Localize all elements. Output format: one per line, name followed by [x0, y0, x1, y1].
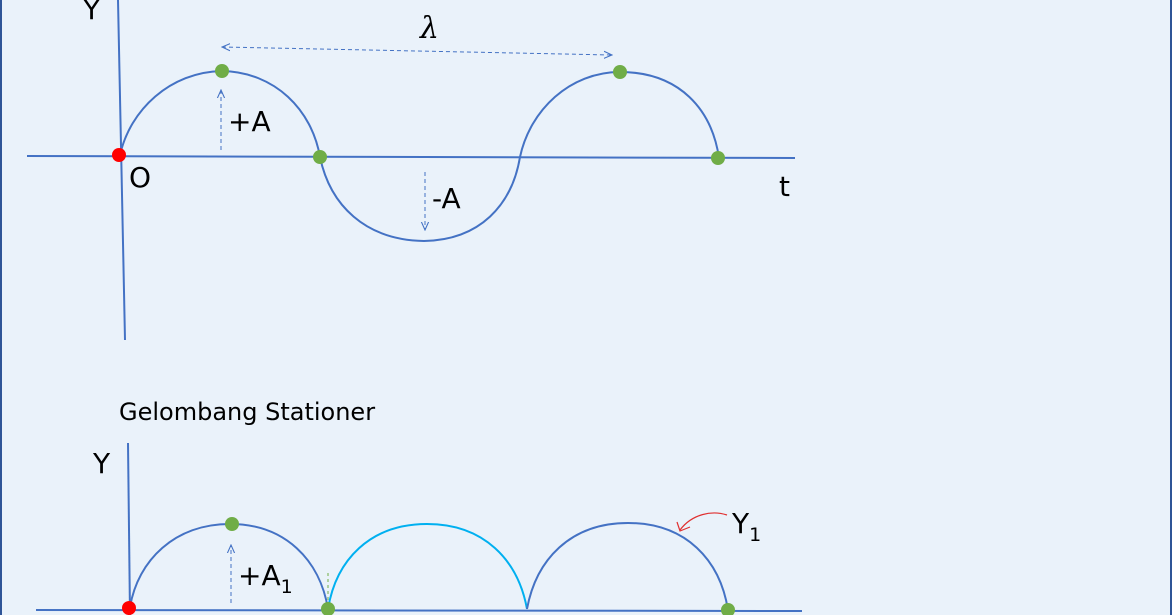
top-wave-diagram: Y t O λ +A -A	[26, 0, 796, 341]
bottom-node-point-1	[321, 602, 335, 615]
node-point-2	[711, 151, 725, 165]
bottom-amplitude-label: +A1	[238, 559, 293, 598]
origin-point	[112, 148, 126, 162]
bottom-node-point-2	[721, 603, 735, 615]
top-y-axis-label: Y	[82, 0, 101, 26]
node-point-1	[313, 150, 327, 164]
standing-wave-loop-3	[526, 521, 729, 611]
bottom-y-axis	[127, 442, 131, 615]
standing-wave-loop-1	[129, 522, 329, 610]
crest-point-2	[613, 65, 627, 79]
bottom-crest-point	[225, 517, 239, 531]
curve-label: Y1	[731, 507, 761, 546]
curve-label-arrow	[679, 512, 728, 531]
standing-wave-loop-2	[327, 522, 528, 610]
positive-amplitude-label: +A	[228, 105, 271, 138]
bottom-wave-diagram: Gelombang Stationer Y +A1 Y1	[35, 398, 803, 615]
top-y-axis	[117, 0, 126, 341]
wavelength-label: λ	[419, 11, 439, 46]
top-t-axis-label: t	[779, 170, 790, 203]
bottom-origin-point	[122, 601, 136, 615]
bottom-y-axis-label: Y	[92, 447, 111, 480]
curve-label-arrowhead	[676, 521, 691, 532]
crest-point-1	[215, 64, 229, 78]
wavelength-arrow	[222, 47, 612, 55]
origin-label: O	[129, 161, 151, 194]
negative-amplitude-label: -A	[432, 182, 461, 215]
stationary-wave-title: Gelombang Stationer	[119, 398, 375, 426]
top-t-axis	[26, 155, 796, 159]
bottom-t-axis	[35, 609, 803, 612]
